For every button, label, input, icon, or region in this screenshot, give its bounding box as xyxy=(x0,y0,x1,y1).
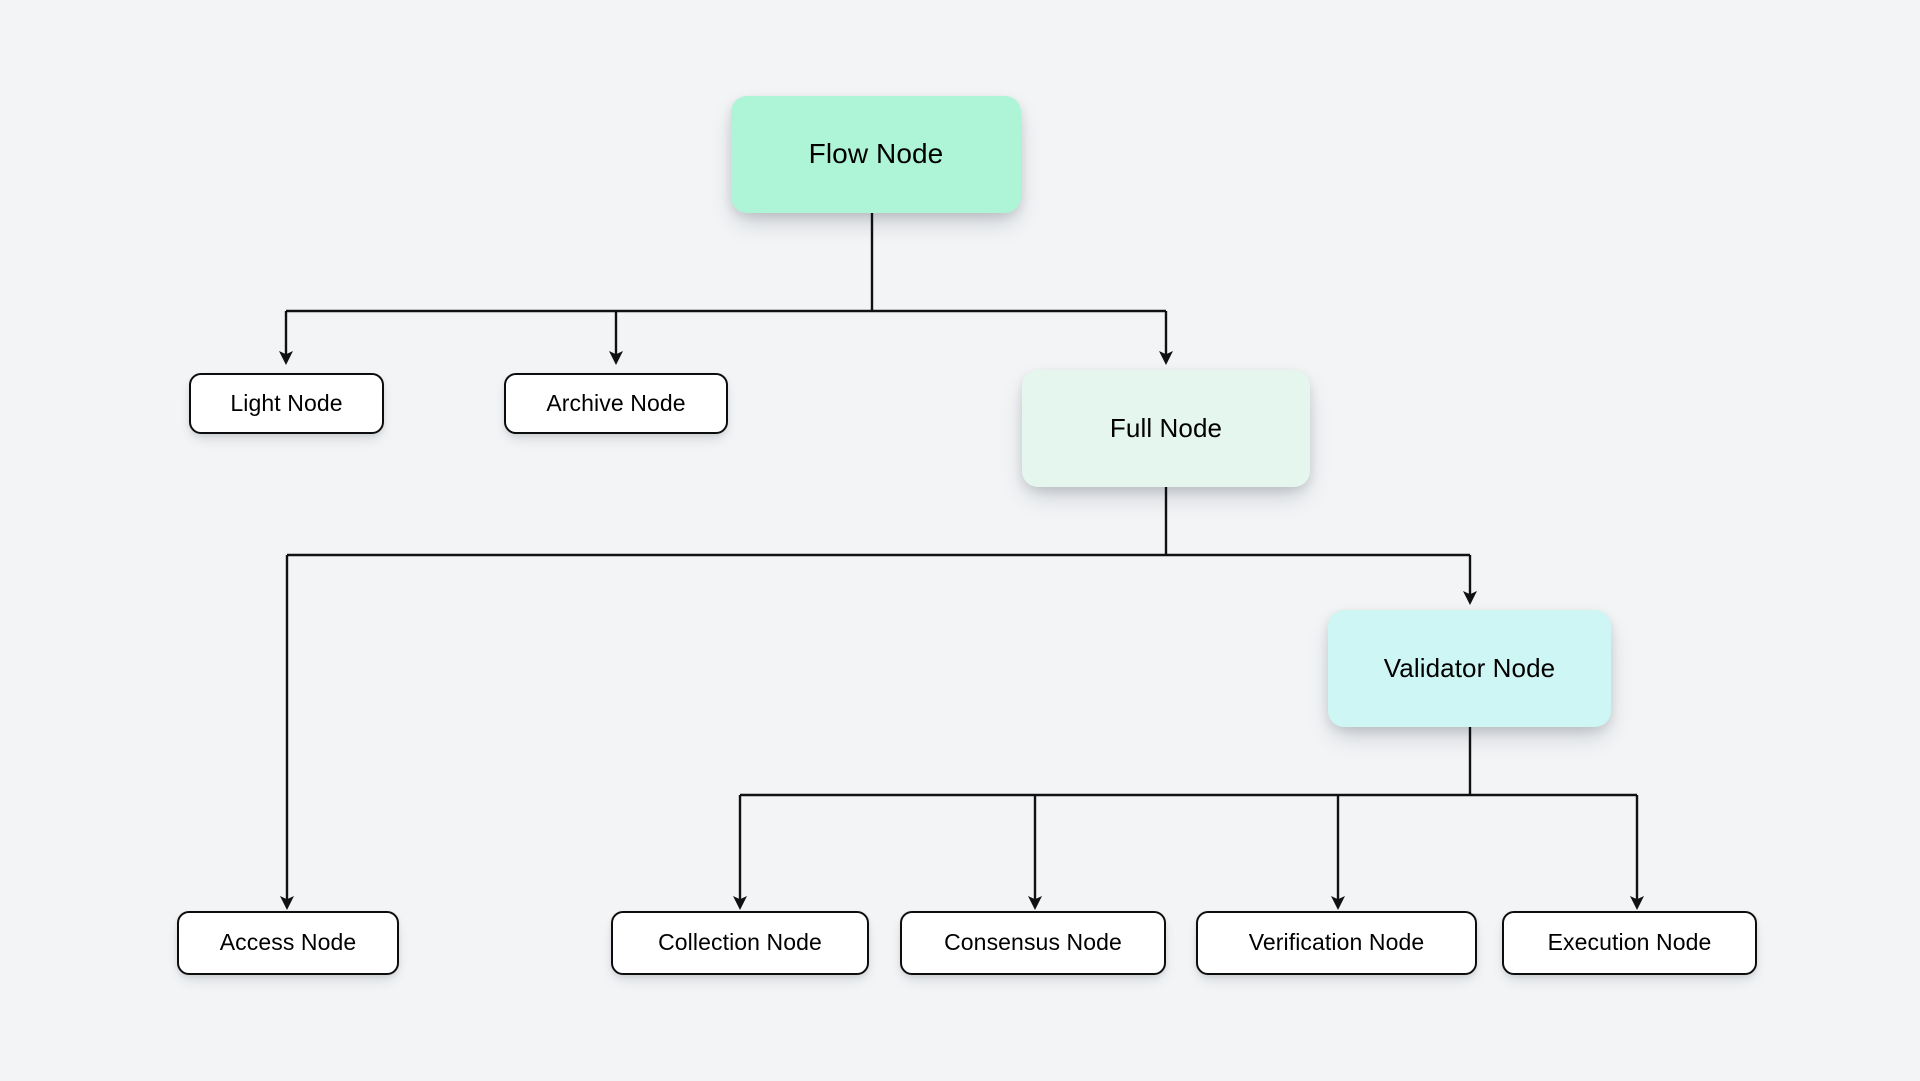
node-label-execution-node: Execution Node xyxy=(1547,929,1712,956)
node-flow-node[interactable]: Flow Node xyxy=(731,96,1021,213)
node-label-flow-node: Flow Node xyxy=(808,138,944,170)
node-light-node[interactable]: Light Node xyxy=(189,373,384,434)
node-execution-node[interactable]: Execution Node xyxy=(1502,911,1757,975)
node-validator-node[interactable]: Validator Node xyxy=(1328,610,1611,727)
node-label-archive-node: Archive Node xyxy=(546,389,686,416)
node-label-full-node: Full Node xyxy=(1109,413,1223,444)
node-archive-node[interactable]: Archive Node xyxy=(504,373,728,434)
node-consensus-node[interactable]: Consensus Node xyxy=(900,911,1166,975)
node-full-node[interactable]: Full Node xyxy=(1022,370,1310,487)
node-access-node[interactable]: Access Node xyxy=(177,911,399,975)
node-collection-node[interactable]: Collection Node xyxy=(611,911,869,975)
node-label-light-node: Light Node xyxy=(230,389,343,416)
node-label-verification-node: Verification Node xyxy=(1248,929,1425,956)
node-label-collection-node: Collection Node xyxy=(658,929,822,956)
node-label-access-node: Access Node xyxy=(219,929,357,956)
node-verification-node[interactable]: Verification Node xyxy=(1196,911,1477,975)
node-label-validator-node: Validator Node xyxy=(1383,653,1556,684)
node-label-consensus-node: Consensus Node xyxy=(944,929,1122,956)
